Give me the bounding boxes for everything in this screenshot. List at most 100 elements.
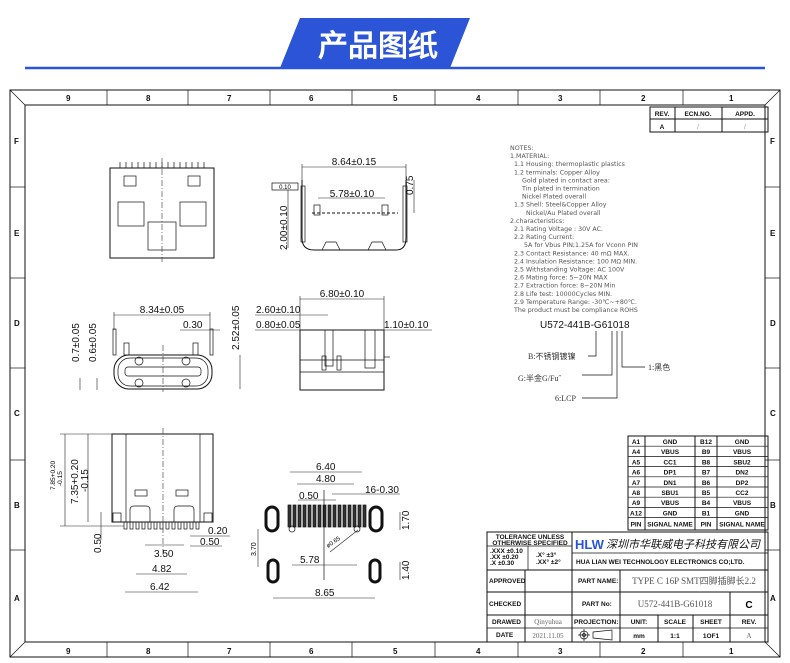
pin-table-header: PIN [701,522,712,529]
part-no-value: U572-441B-G61018 [638,599,713,609]
zone-col: 5 [393,647,398,656]
bottom-view: 7.85+0.20 -0.15 7.35+0.20 -0.15 0.50 0.2… [50,428,230,593]
rev-header: REV. [655,111,670,118]
dim-fp-578: 5.78 [300,555,320,566]
pin-table-cell: VBUS [733,449,752,456]
dim-pin-020: 0.20 [208,526,228,537]
dim-top-inner: 5.78±0.10 [330,189,375,200]
dim-front-gap: 0.30 [183,320,203,331]
projection-symbol-icon [578,629,613,641]
zone-col: 8 [146,647,151,656]
pin-table-cell: B4 [702,500,711,507]
pin-table-cell: A12 [630,510,642,517]
zone-col: 9 [66,647,71,656]
pin-table-cell: DN1 [663,480,676,487]
ang-line: .XX° ±2° [536,558,561,566]
dim-h1: 7.85+0.20 [50,461,57,490]
zone-col: 2 [641,647,646,656]
ecn-value: / [697,123,699,131]
pin-table-header: SIGNAL NAME [719,522,765,529]
zone-col: 1 [729,647,734,656]
note-line: 5A for Vbus PIN;1.25A for Vconn PIN [510,242,638,249]
callout-plating: G:半金G/Fu˝ [518,373,561,383]
ecn-header: ECN.NO. [684,111,711,118]
dim-top-width: 8.64±0.15 [332,157,377,168]
pin-table-cell: GND [735,510,750,517]
drawing-frame: 9 8 7 6 5 4 3 2 1 9 8 7 6 5 4 3 2 1 F E … [9,89,781,658]
dim-fp-170: 1.70 [401,510,412,530]
appd-header: APPD. [735,111,755,118]
pin-table-cell: A4 [632,449,641,456]
dim-fp-140: 1.40 [401,560,412,580]
pcb-footprint: 6.40 4.80 0.50 16-0.30 ø0.65 5.78 8.65 1… [251,462,412,599]
pin-table-cell: A7 [632,480,641,487]
note-line: 1.1 Housing: thermoplastic plastics [510,161,625,168]
rev-value: A [660,124,665,131]
pin-table-cell: GND [735,439,750,446]
note-line: Gold plated in contact area: [510,177,610,184]
pin-table-header: PIN [631,522,642,529]
checked-label: CHECKED [489,601,521,608]
zone-row: F [14,137,19,146]
zone-row: C [14,409,20,418]
zone-row: B [14,501,20,510]
company-name-en: HUA LIAN WEI TECHNOLOGY ELECTRONICS CO;L… [576,559,745,566]
dim-h1-tol: -0.15 [57,471,64,486]
dim-side-d1: 2.60±0.10 [256,305,301,316]
top-view-left [109,158,215,262]
part-code: U572-441B-G61018 [540,320,630,331]
dim-side-d2: 0.80±0.05 [256,320,301,331]
dim-front-width: 8.34±0.05 [140,305,185,316]
dim-fp-hole: ø0.65 [326,536,343,550]
note-line: 1.2 terminals: Copper Alloy [510,169,600,176]
pin-table-cell: A8 [632,490,641,497]
zone-row: F [770,137,775,146]
sheet-value: 1OF1 [703,633,720,640]
dim-h2: 7.35+0.20 [70,459,81,504]
pin-table-cell: A6 [632,470,641,477]
zone-row: A [770,594,776,603]
dim-pin-050b: 0.50 [200,537,220,548]
date-label: DATE [496,632,514,639]
dim-side-d3: 1.10±0.10 [384,320,429,331]
pin-table-cell: B8 [702,459,711,466]
zone-col: 3 [558,94,563,103]
dim-h2-tol: -0.15 [80,469,91,492]
note-line: 2.5 Withstanding Voltage: AC 100V [510,267,625,274]
pin-table-cell: CC2 [735,490,748,497]
note-line: 2.3 Contact Resistance: 40 mΩ MAX. [510,250,630,257]
pin-table-cell: SBU2 [733,459,751,466]
note-line: 2.7 Extraction force: 8~20N Min [510,283,615,290]
zone-row: D [770,319,776,328]
note-line: 1.3 Shell: Steel&Copper Alloy [510,202,607,209]
note-line: Tin plated in termination [510,186,600,193]
dim-fp-370: 3.70 [251,542,258,556]
dim-w642: 6.42 [150,582,170,593]
note-line: 1.MATERIAL: [510,153,549,160]
dim-w482: 4.82 [152,564,172,575]
zone-row: D [14,319,20,328]
callout-shell: B:不锈钢镀镍 [528,351,576,361]
callout-color: 1:黑色 [648,362,670,372]
dim-fp-pads: 16-0.30 [365,485,399,496]
notes: NOTES:1.MATERIAL: 1.1 Housing: thermopla… [510,145,638,314]
top-view-shell: 8.64±0.15 5.78±0.10 0.10 2.00±0.10 0.75 [271,157,416,251]
company-logo: HLW [575,537,605,552]
zone-row: E [770,229,776,238]
unit-label: UNIT: [631,619,648,626]
part-name-label: PART NAME: [578,578,618,585]
scale-label: SCALE [664,619,687,626]
note-line: 2.1 Rating Voltage : 30V AC. [510,226,603,233]
approved-label: APPROVED [489,578,526,585]
date-value: 2021.11.05 [532,632,564,640]
pin-table-cell: GND [663,439,678,446]
dim-front-height: 2.52±0.05 [231,305,242,350]
note-line: NOTES: [510,145,534,152]
tol-line: .XX ±0.20 [490,554,519,561]
note-line: Nickel/Au Plated overall [510,210,601,217]
front-view: 8.34±0.05 0.30 2.52±0.05 0.7±0.05 0.6±0.… [71,305,242,392]
zone-col: 6 [309,94,314,103]
dim-fp-865: 8.65 [315,588,335,599]
part-code-legend: U572-441B-G61018 B:不锈钢镀镍 G:半金G/Fu˝ 6:LCP… [518,320,670,403]
